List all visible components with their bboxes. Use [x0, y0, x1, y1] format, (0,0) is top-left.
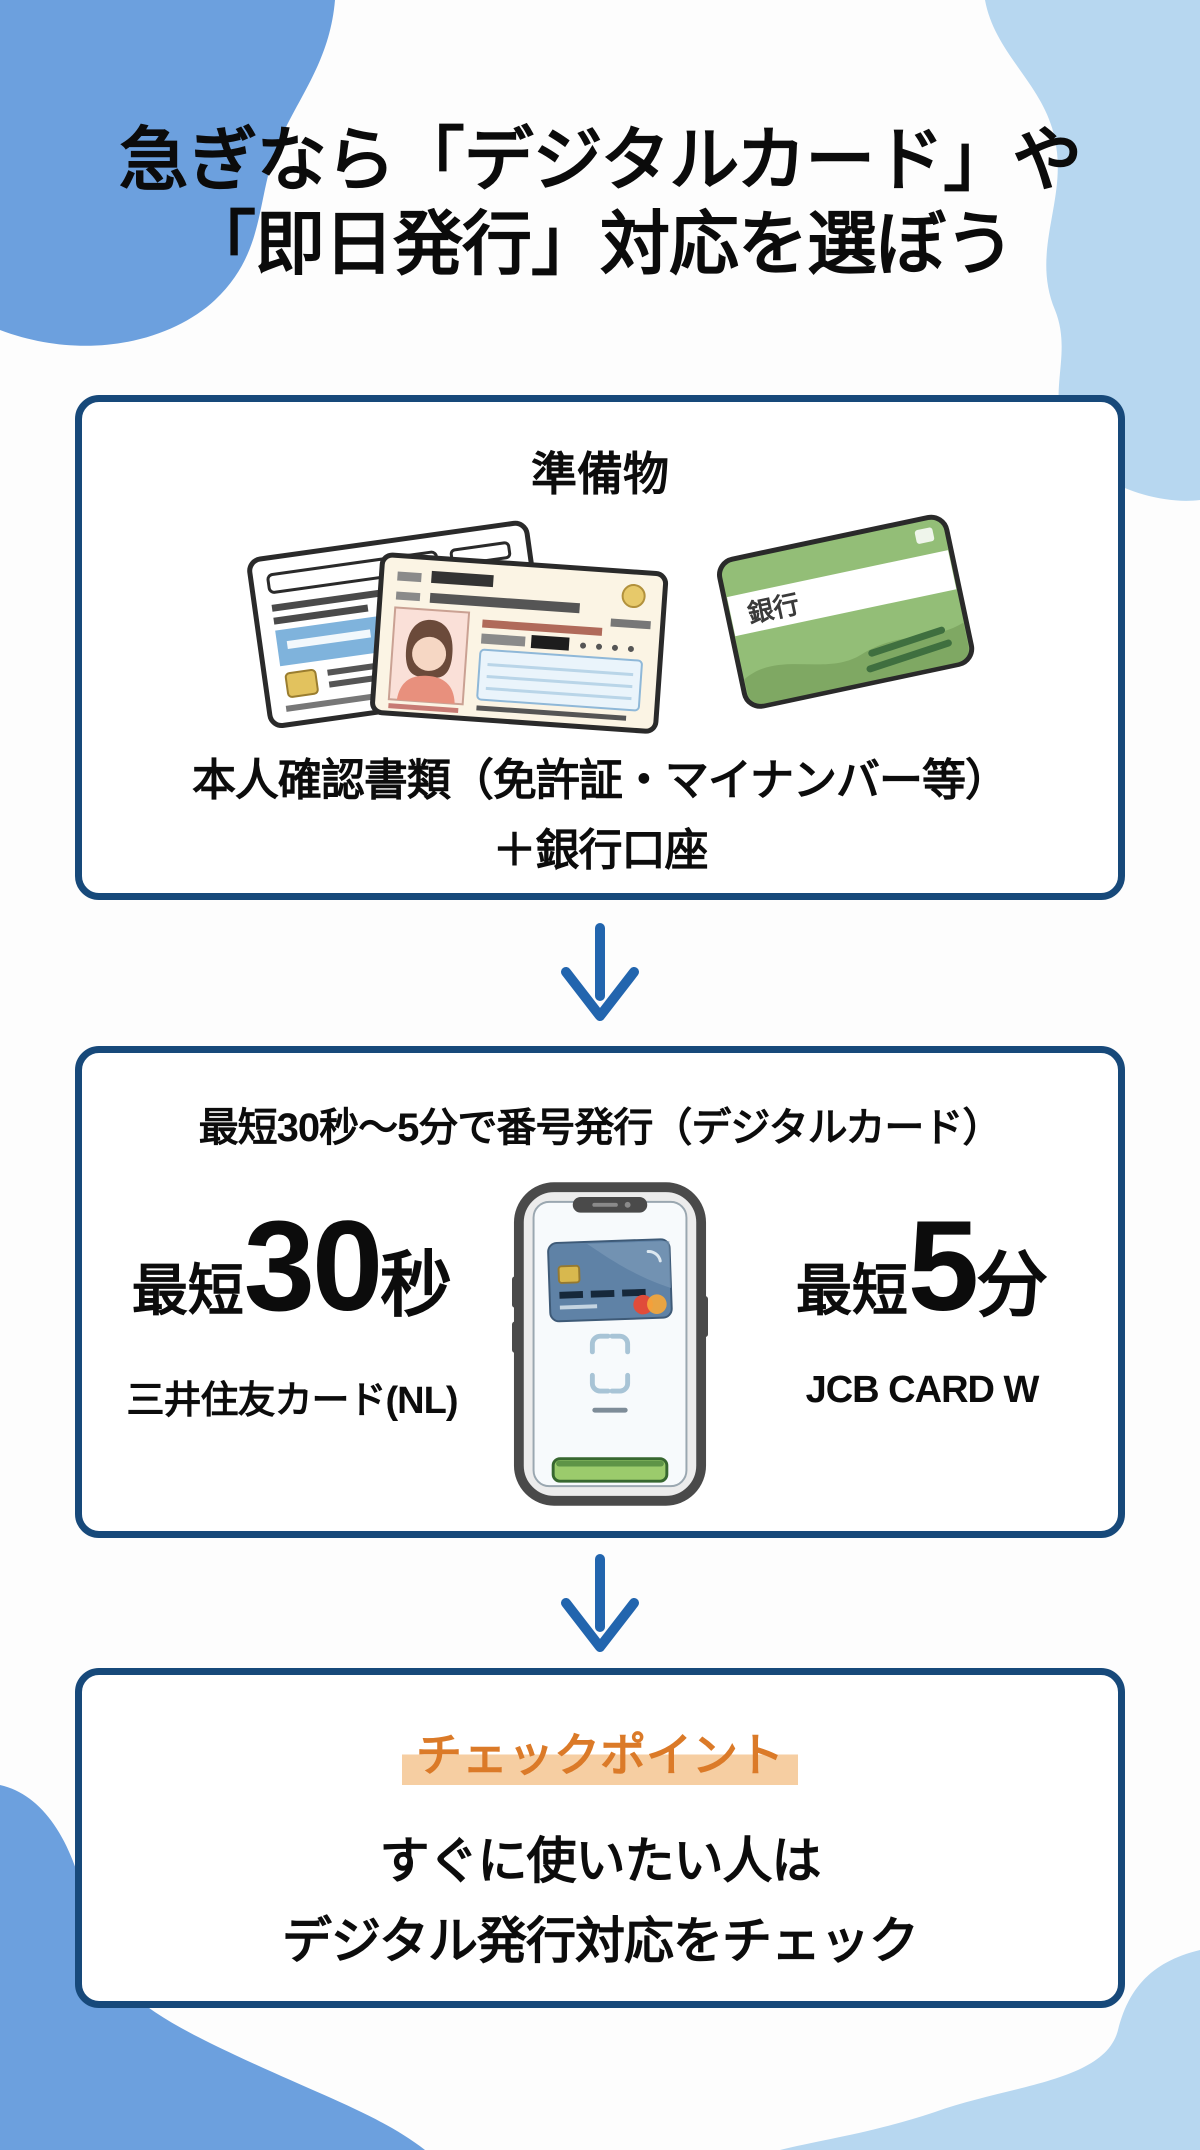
page-title-line2: 「即日発行」対応を選ぼう [186, 205, 1015, 283]
id-cards-illustration [247, 520, 669, 734]
checkpoint-label-wrap: チェックポイント [82, 1719, 1118, 1785]
jcb-card-name: JCB CARD W [805, 1369, 1040, 1411]
blob-top-right [985, 0, 1200, 501]
page-title-line1: 急ぎなら「デジタルカード」や [118, 121, 1083, 199]
checkpoint-line1: すぐに使いたい人は [379, 1833, 822, 1889]
preparation-heading: 準備物 [531, 448, 669, 500]
smbc-card-name: 三井住友カード(NL) [126, 1380, 459, 1422]
smbc-time-unit: 秒 [380, 1246, 453, 1326]
blob-bottom-left [0, 1785, 425, 2150]
smbc-time-prefix: 最短 [131, 1259, 244, 1322]
smbc-time-number: 30 [243, 1195, 383, 1338]
page-title: 急ぎなら「デジタルカード」や 「即日発行」対応を選ぼう [0, 118, 1200, 286]
blob-bottom-right [780, 1950, 1200, 2150]
issuance-heading: 最短30秒～5分で番号発行（デジタルカード） [198, 1106, 1003, 1150]
jcb-time-prefix: 最短 [795, 1259, 908, 1322]
checkpoint-line2: デジタル発行対応をチェック [282, 1913, 919, 1969]
blob-top-left [0, 0, 335, 346]
drivers-license-front [370, 552, 669, 734]
jcb-time-number: 5 [907, 1195, 979, 1338]
down-arrow-icon [561, 923, 639, 1021]
panel-checkpoint: チェックポイント すぐに使いたい人は デジタル発行対応をチェック [75, 1668, 1125, 2008]
down-arrow-icon [561, 1554, 639, 1652]
digital-credit-card [547, 1238, 673, 1323]
bankbook-illustration: 銀行 [717, 514, 975, 709]
checkpoint-label: チェックポイント [402, 1719, 798, 1785]
panel-preparation: 準備物 [75, 395, 1125, 900]
preparation-caption-line2: ＋銀行口座 [492, 826, 709, 875]
scan-frame [589, 1333, 631, 1394]
jcb-time-unit: 分 [976, 1246, 1049, 1326]
smartphone-illustration [512, 1182, 708, 1506]
preparation-caption-line1: 本人確認書類（免許証・マイナンバー等） [191, 756, 1009, 805]
